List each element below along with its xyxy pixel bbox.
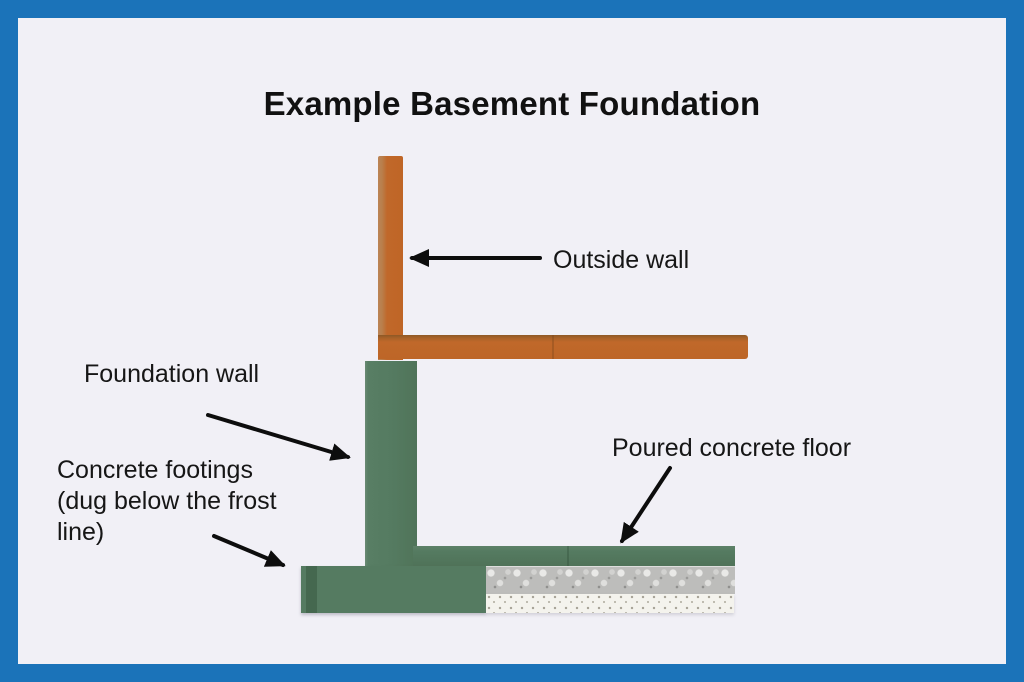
gravel-layer-shape [486, 566, 735, 594]
outside-wall-label: Outside wall [553, 246, 690, 274]
outside-wall-floor-shape [378, 335, 748, 359]
subbase-layer-shape [486, 594, 734, 613]
foundation-wall-shape [365, 361, 417, 568]
poured-concrete-floor-shape [413, 546, 735, 567]
floor-board-seam [552, 335, 554, 359]
foundation-wall-label: Foundation wall [84, 360, 260, 388]
poured-concrete-floor-label: Poured concrete floor [612, 434, 852, 462]
concrete-footings-label: Concrete footings (dug below the frost l… [57, 456, 277, 546]
concrete-footing-shape [301, 566, 486, 613]
slab-seam [567, 546, 569, 567]
outside-wall-shape [378, 156, 403, 360]
diagram-title: Example Basement Foundation [263, 85, 761, 122]
footing-edge-shade [306, 566, 317, 613]
